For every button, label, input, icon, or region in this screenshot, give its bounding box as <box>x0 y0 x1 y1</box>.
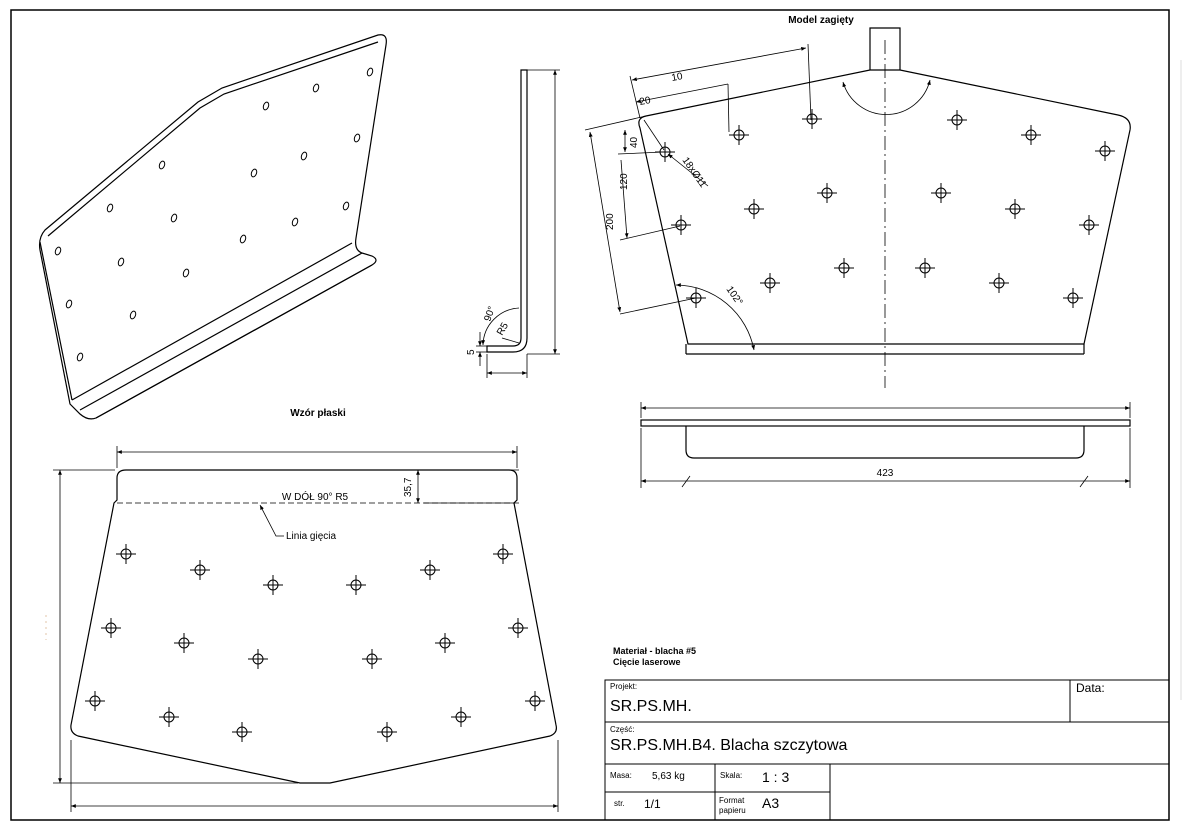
isometric-view <box>38 34 387 420</box>
hole-f11 <box>435 633 455 653</box>
side-view <box>476 69 560 378</box>
hole-f5 <box>420 560 440 580</box>
hole-f12 <box>508 618 528 638</box>
hole-f14 <box>159 707 179 727</box>
bent-dim-120-label: 120 <box>619 173 630 190</box>
format-label-2: papieru <box>719 806 746 815</box>
hole-b10 <box>1005 199 1025 219</box>
hole-b4 <box>947 110 967 130</box>
bent-holes <box>655 109 1115 308</box>
bend-line-label: Linia gięcia <box>286 531 336 542</box>
side-dimensions <box>476 69 560 378</box>
hole-b6 <box>1095 141 1115 161</box>
hole-f10 <box>362 649 382 669</box>
sheet-border <box>10 9 1170 821</box>
title-block <box>604 679 1170 821</box>
masa-label: Masa: <box>610 771 632 780</box>
iso-plate-top-edge <box>47 41 379 237</box>
hole-f9 <box>248 649 268 669</box>
bent-dim-top-label: 10 <box>671 71 684 84</box>
bottom-flange-profile <box>685 426 1085 459</box>
hole-b14 <box>915 258 935 278</box>
bend-dim-label: 35,7 <box>403 477 414 497</box>
str-label: str. <box>614 799 625 808</box>
hole-f1 <box>116 544 136 564</box>
format-label-1: Format <box>719 796 745 805</box>
iso-bend-line-1 <box>71 242 353 401</box>
projekt-label: Projekt: <box>610 682 637 691</box>
hole-b18 <box>1063 288 1083 308</box>
process-note: Cięcie laserowe <box>613 657 681 667</box>
iso-bend-line-3 <box>95 264 373 419</box>
hole-b3 <box>802 109 822 129</box>
hole-b1 <box>655 142 675 162</box>
material-note: Materiał - blacha #5 <box>613 646 696 656</box>
hole-b9 <box>744 199 764 219</box>
hole-f17 <box>451 707 471 727</box>
hole-b16 <box>989 273 1009 293</box>
skala-label: Skala: <box>720 771 742 780</box>
masa-value: 5,63 kg <box>652 771 685 782</box>
side-flange-label: 5 <box>466 349 477 355</box>
data-label: Data: <box>1076 681 1105 695</box>
hole-f15 <box>232 722 252 742</box>
bottom-dimensions <box>640 402 1131 488</box>
flat-outline <box>70 469 557 784</box>
bent-dim-200-label: 200 <box>605 213 616 230</box>
flat-dimensions <box>53 446 559 812</box>
bent-dim-40-label: 40 <box>629 136 640 148</box>
flat-holes <box>85 544 545 742</box>
iso-bend-line-2 <box>79 252 363 411</box>
bottom-width-label: 423 <box>877 468 894 479</box>
flat-pattern-view <box>45 446 559 812</box>
hole-f13 <box>85 691 105 711</box>
iso-plate-edge <box>39 241 73 401</box>
hole-b15 <box>760 273 780 293</box>
projekt-value: SR.PS.MH. <box>610 698 692 715</box>
czesc-value: SR.PS.MH.B4. Blacha szczytowa <box>610 737 848 754</box>
hole-b7 <box>817 183 837 203</box>
bent-top-tab <box>869 27 901 70</box>
side-angle-label: 90° <box>482 305 498 323</box>
hole-b2 <box>729 125 749 145</box>
hole-f3 <box>263 575 283 595</box>
bent-model-title: Model zagięty <box>788 15 854 26</box>
hole-f16 <box>377 722 397 742</box>
hole-b17 <box>686 288 706 308</box>
bottom-plate-edge <box>640 419 1131 427</box>
bent-view <box>584 27 1131 388</box>
iso-plate-outline <box>38 34 387 420</box>
bottom-view <box>640 402 1131 488</box>
hole-f6 <box>493 544 513 564</box>
hole-f18 <box>525 691 545 711</box>
bent-plate-outline <box>638 69 1131 345</box>
skala-value: 1 : 3 <box>762 769 789 785</box>
flat-pattern-title: Wzór płaski <box>290 408 346 419</box>
hole-f4 <box>346 575 366 595</box>
hole-b8 <box>931 183 951 203</box>
bent-angle-label: 102° <box>724 284 745 307</box>
bend-note: W DÓŁ 90° R5 <box>282 490 349 503</box>
format-value: A3 <box>762 795 779 811</box>
bent-dim-20-label: 20 <box>639 95 652 108</box>
iso-holes <box>54 67 374 362</box>
hole-f2 <box>190 560 210 580</box>
hole-b12 <box>1079 215 1099 235</box>
str-value: 1/1 <box>644 797 661 811</box>
bent-dimensions <box>584 43 931 351</box>
side-radius-label: R5 <box>495 321 511 338</box>
czesc-label: Część: <box>610 725 634 734</box>
hole-b11 <box>671 215 691 235</box>
hole-f7 <box>101 618 121 638</box>
holes-callout: 18xØ11 <box>680 155 709 190</box>
hole-b13 <box>834 258 854 278</box>
hole-f8 <box>174 633 194 653</box>
hole-b5 <box>1021 125 1041 145</box>
